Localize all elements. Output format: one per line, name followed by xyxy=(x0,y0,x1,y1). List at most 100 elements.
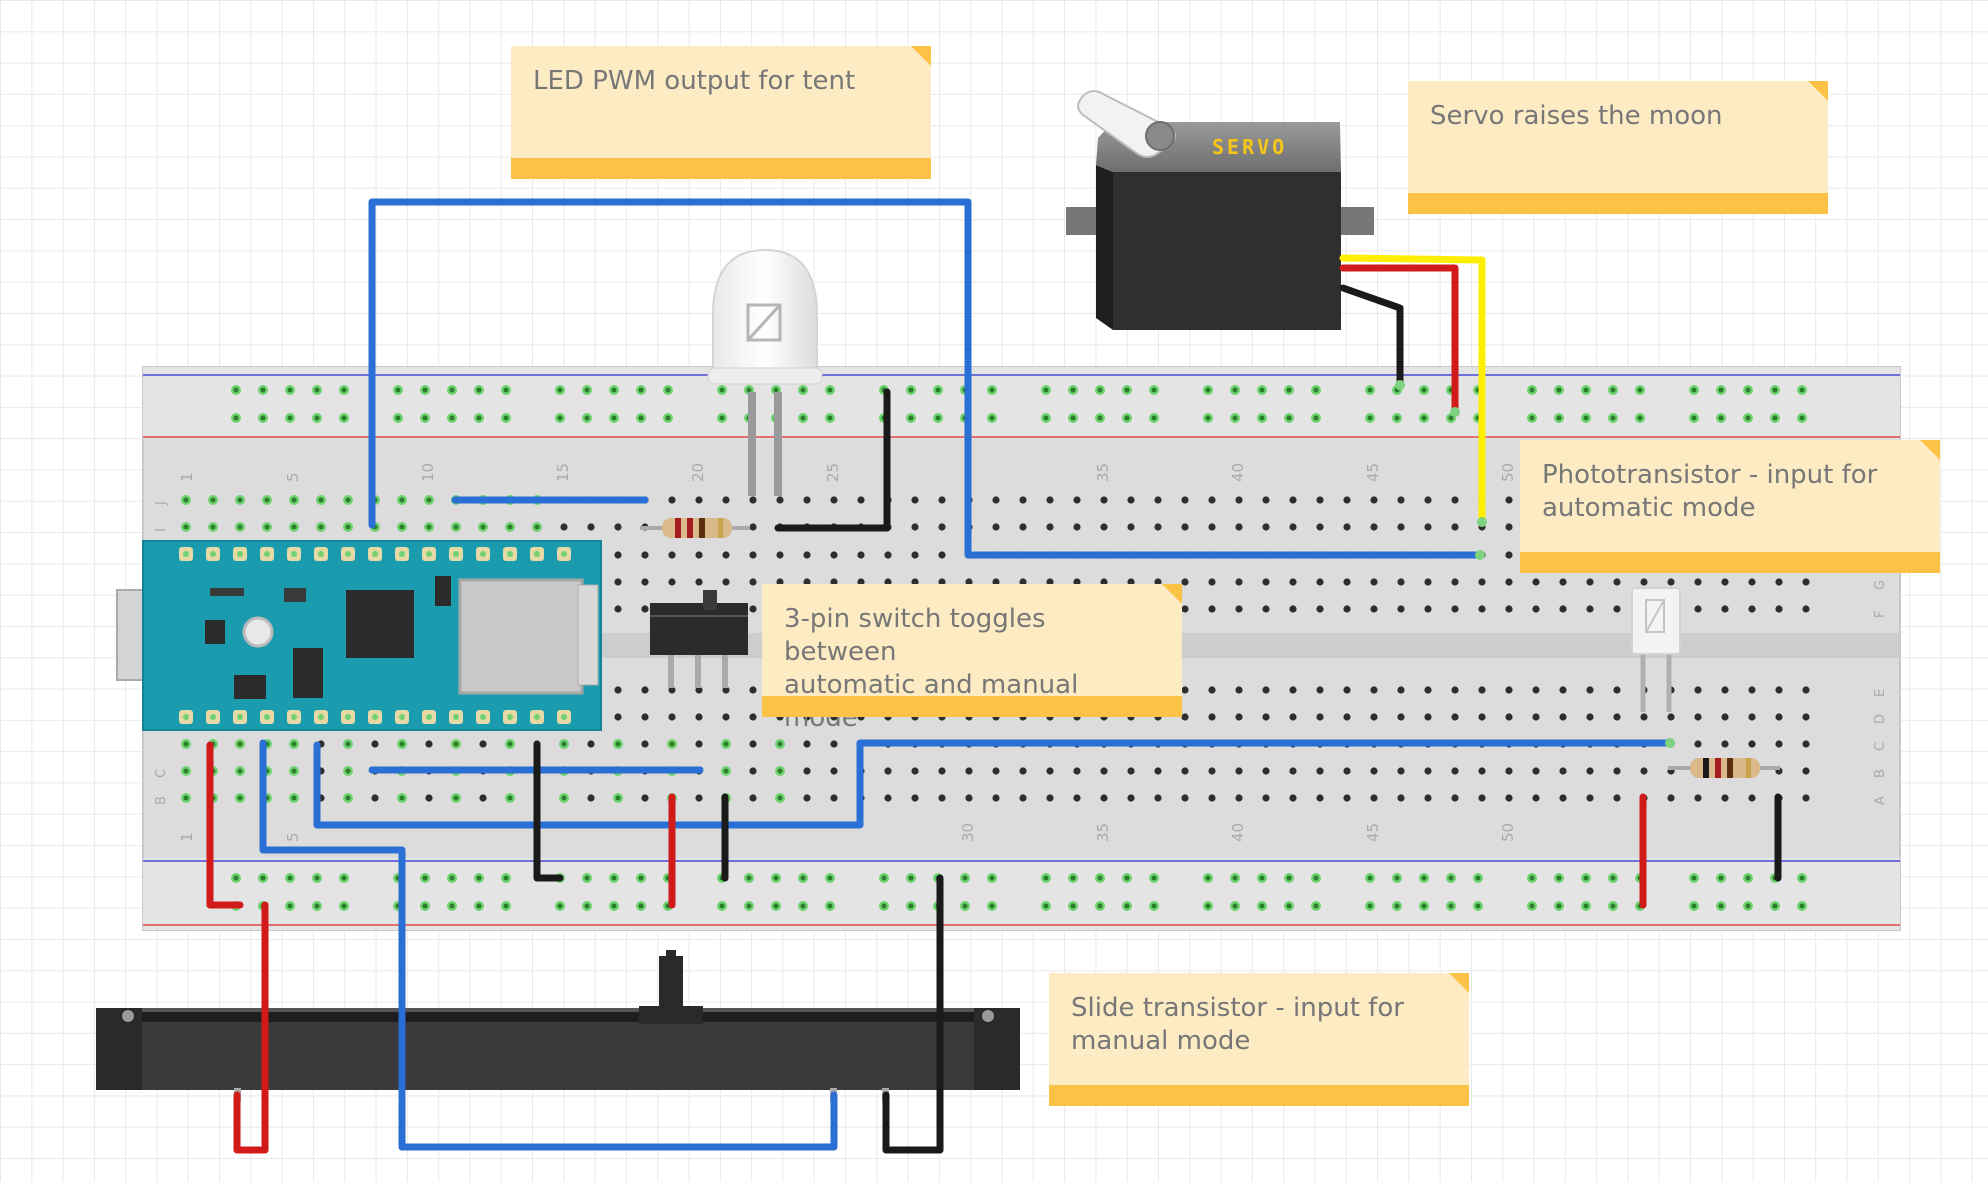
breadboard-hole[interactable] xyxy=(641,578,649,586)
breadboard-hole[interactable] xyxy=(776,551,784,559)
breadboard-hole[interactable] xyxy=(1397,794,1405,802)
breadboard-hole[interactable] xyxy=(1289,578,1297,586)
breadboard-hole[interactable] xyxy=(1505,551,1513,559)
breadboard-hole[interactable] xyxy=(749,686,757,694)
breadboard-hole[interactable] xyxy=(1802,605,1810,613)
breadboard-hole[interactable] xyxy=(1775,686,1783,694)
breadboard-hole[interactable] xyxy=(1532,686,1540,694)
breadboard-hole[interactable] xyxy=(1478,605,1486,613)
resistor-led[interactable] xyxy=(640,518,750,538)
breadboard-hole[interactable] xyxy=(1343,686,1351,694)
wire-red-slide[interactable] xyxy=(233,901,269,1154)
breadboard-hole[interactable] xyxy=(1073,523,1081,531)
breadboard-hole[interactable] xyxy=(1127,523,1135,531)
note-slide[interactable]: Slide transistor - input for manual mode xyxy=(1049,973,1469,1106)
breadboard-hole[interactable] xyxy=(1208,713,1216,721)
breadboard-hole[interactable] xyxy=(1343,605,1351,613)
wire-blue-slide-wiper[interactable] xyxy=(259,739,838,1151)
breadboard-hole[interactable] xyxy=(1046,767,1054,775)
breadboard-hole[interactable] xyxy=(911,767,919,775)
breadboard-hole[interactable] xyxy=(830,794,838,802)
breadboard-hole[interactable] xyxy=(1667,713,1675,721)
breadboard-hole[interactable] xyxy=(1181,605,1189,613)
breadboard-hole[interactable] xyxy=(1154,767,1162,775)
breadboard-hole[interactable] xyxy=(1262,496,1270,504)
breadboard-hole[interactable] xyxy=(641,794,649,802)
note-led[interactable]: LED PWM output for tent xyxy=(511,46,931,179)
breadboard-hole[interactable] xyxy=(992,496,1000,504)
breadboard-hole[interactable] xyxy=(1100,523,1108,531)
breadboard-hole[interactable] xyxy=(695,794,703,802)
breadboard-hole[interactable] xyxy=(722,496,730,504)
breadboard-hole[interactable] xyxy=(1748,713,1756,721)
breadboard-hole[interactable] xyxy=(1532,605,1540,613)
breadboard-hole[interactable] xyxy=(1721,794,1729,802)
reset-button[interactable] xyxy=(242,616,274,648)
breadboard-hole[interactable] xyxy=(1478,767,1486,775)
breadboard-hole[interactable] xyxy=(992,794,1000,802)
breadboard-hole[interactable] xyxy=(1046,523,1054,531)
breadboard-hole[interactable] xyxy=(938,496,946,504)
breadboard-hole[interactable] xyxy=(1235,767,1243,775)
breadboard-hole[interactable] xyxy=(1505,605,1513,613)
note-servo[interactable]: Servo raises the moon xyxy=(1408,81,1828,214)
breadboard-hole[interactable] xyxy=(1370,794,1378,802)
breadboard-hole[interactable] xyxy=(1694,713,1702,721)
breadboard-hole[interactable] xyxy=(479,794,487,802)
breadboard-hole[interactable] xyxy=(1586,767,1594,775)
breadboard-hole[interactable] xyxy=(1100,496,1108,504)
breadboard-hole[interactable] xyxy=(884,578,892,586)
breadboard-hole[interactable] xyxy=(1181,794,1189,802)
resistor-photo[interactable] xyxy=(1668,758,1780,778)
breadboard-hole[interactable] xyxy=(1532,767,1540,775)
slide-switch[interactable] xyxy=(650,590,748,688)
breadboard-hole[interactable] xyxy=(1289,713,1297,721)
breadboard-hole[interactable] xyxy=(1208,605,1216,613)
breadboard-hole[interactable] xyxy=(722,551,730,559)
breadboard-hole[interactable] xyxy=(1208,794,1216,802)
breadboard-hole[interactable] xyxy=(1802,740,1810,748)
wire-black-gnd-left[interactable] xyxy=(533,741,564,882)
breadboard-hole[interactable] xyxy=(1262,794,1270,802)
breadboard-hole[interactable] xyxy=(1046,578,1054,586)
breadboard-hole[interactable] xyxy=(830,496,838,504)
breadboard-hole[interactable] xyxy=(1397,578,1405,586)
breadboard-hole[interactable] xyxy=(1586,578,1594,586)
breadboard-hole[interactable] xyxy=(1181,523,1189,531)
switch-lever[interactable] xyxy=(703,590,717,610)
breadboard-hole[interactable] xyxy=(857,578,865,586)
breadboard-hole[interactable] xyxy=(1424,767,1432,775)
wire-blue-pwm-loop[interactable] xyxy=(368,198,1484,559)
breadboard-hole[interactable] xyxy=(1019,794,1027,802)
breadboard-hole[interactable] xyxy=(1505,794,1513,802)
breadboard-hole[interactable] xyxy=(1451,794,1459,802)
breadboard-hole[interactable] xyxy=(1613,605,1621,613)
breadboard-hole[interactable] xyxy=(1559,686,1567,694)
breadboard-hole[interactable] xyxy=(1424,578,1432,586)
breadboard-hole[interactable] xyxy=(1559,578,1567,586)
breadboard-hole[interactable] xyxy=(1262,578,1270,586)
breadboard-hole[interactable] xyxy=(1451,713,1459,721)
breadboard-hole[interactable] xyxy=(1370,496,1378,504)
breadboard-hole[interactable] xyxy=(1316,767,1324,775)
breadboard-hole[interactable] xyxy=(1289,523,1297,531)
wire-red-servo[interactable] xyxy=(1339,264,1459,416)
breadboard-hole[interactable] xyxy=(911,523,919,531)
breadboard-hole[interactable] xyxy=(1235,686,1243,694)
breadboard-hole[interactable] xyxy=(1370,713,1378,721)
breadboard-hole[interactable] xyxy=(1613,686,1621,694)
breadboard-hole[interactable] xyxy=(830,551,838,559)
breadboard-hole[interactable] xyxy=(1019,496,1027,504)
breadboard-hole[interactable] xyxy=(1289,686,1297,694)
breadboard-hole[interactable] xyxy=(614,713,622,721)
breadboard-hole[interactable] xyxy=(1262,605,1270,613)
slide-pot-knob-base[interactable] xyxy=(639,1006,703,1024)
breadboard-hole[interactable] xyxy=(1370,523,1378,531)
breadboard-hole[interactable] xyxy=(1667,794,1675,802)
breadboard-hole[interactable] xyxy=(1019,523,1027,531)
breadboard-hole[interactable] xyxy=(1640,767,1648,775)
breadboard-hole[interactable] xyxy=(857,496,865,504)
breadboard-hole[interactable] xyxy=(587,523,595,531)
breadboard-hole[interactable] xyxy=(803,496,811,504)
breadboard-hole[interactable] xyxy=(938,578,946,586)
